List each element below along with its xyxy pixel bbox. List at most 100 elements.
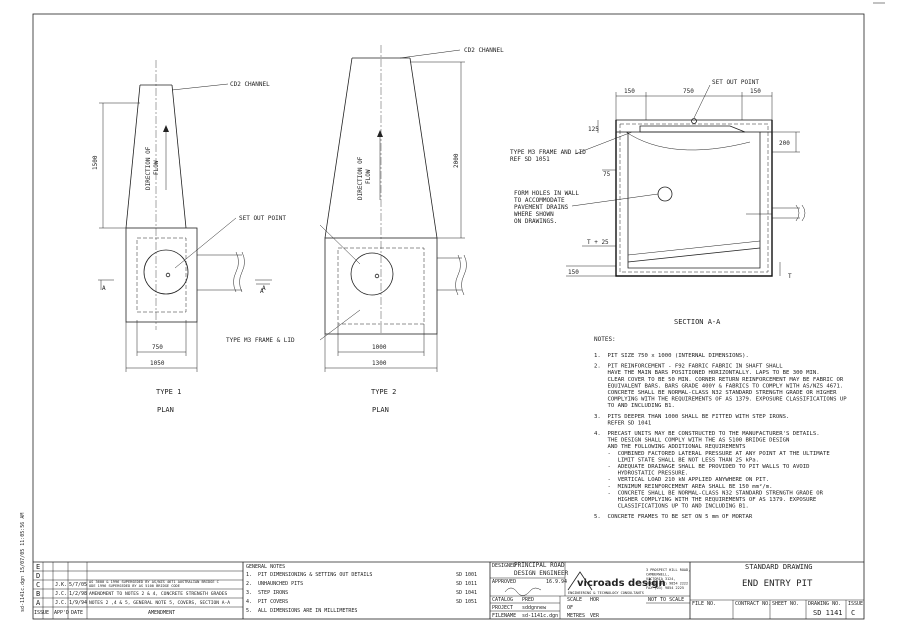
revision-amendment: NOTES 2 ,4 & 5, GENERAL NOTE 5, COVERS, … (89, 600, 230, 606)
holes-label-2: TO ACCOMMODATE (514, 197, 565, 204)
note-line: AND THE FOLLOWING ADDITIONAL REQUIREMENT… (594, 444, 746, 450)
standard-drawing-label: STANDARD DRAWING (745, 563, 812, 571)
metres-label: METRES (567, 613, 585, 619)
flow-label-1: DIRECTION OF (145, 146, 152, 190)
revision-amendment: ODE 1996 SUPERSEDED BY AS 5100 BRIDGE CO… (89, 584, 180, 588)
note-line: - CONCRETE SHALL BE NORMAL-CLASS N32 STA… (594, 490, 824, 496)
general-note-ref: SD 1001 (456, 572, 477, 578)
file-no-label: FILE NO. (692, 601, 716, 607)
hor-label: HOR (590, 597, 600, 603)
note-line: 3. PITS DEEPER THAN 1000 SHALL BE FITTED… (594, 414, 789, 420)
note-line: CLASSIFICATIONS UP TO AND INCLUDING B1. (594, 504, 749, 510)
notes-lines: 1. PIT SIZE 750 x 1000 (INTERNAL DIMENSI… (594, 353, 847, 520)
designed-label: DESIGNED (492, 563, 516, 569)
dim-125: 125 (588, 126, 599, 133)
col-amendment: AMENDMENT (148, 610, 175, 616)
contract-no-label: CONTRACT NO. (735, 601, 771, 607)
cd2-channel-label-2: CD2 CHANNEL (464, 47, 504, 54)
issue-label: ISSUE (848, 601, 863, 607)
section-frame-label-1: TYPE M3 FRAME AND LID (510, 149, 586, 156)
note-line: LIMIT STATE SHALL BE NOT LESS THAN 25 kP… (594, 457, 759, 463)
logo-text: vicroads design (577, 578, 666, 589)
logo-subtitle: ENGINEERING & TECHNOLOGY CONSULTANTS (568, 591, 644, 595)
revision-issue: A (36, 599, 41, 607)
revision-issue: E (36, 563, 40, 571)
dim-2000: 2000 (453, 153, 460, 168)
section-title: SECTION A-A (674, 318, 721, 326)
type-m3-frame-label: TYPE M3 FRAME & LID (226, 337, 295, 344)
dim-1500: 1500 (92, 155, 99, 170)
flow-label-2b: FLOW (365, 169, 372, 184)
sheet-border (32, 13, 865, 620)
flow-label-2: DIRECTION OF (357, 156, 364, 200)
filename-label: FILENAME (492, 613, 516, 619)
dim-t-plus-25: T + 25 (587, 239, 609, 246)
notes: NOTES: 1. PIT SIZE 750 x 1000 (INTERNAL … (594, 336, 847, 520)
note-line: TO AND INCLUDING B1. (594, 403, 675, 409)
set-out-point-label: SET OUT POINT (239, 215, 286, 222)
drawing-no-label: DRAWING NO. (808, 601, 841, 607)
ver-label: VER (590, 613, 600, 619)
revision-date: 1/2/98 (69, 591, 87, 597)
notes-heading: NOTES: (594, 336, 616, 343)
type2-plan: A DIRECTION OF FLOW 2000 1000 1300 CD2 C… (226, 45, 504, 414)
type2-title: TYPE 2 (371, 388, 396, 396)
note-line: CLEAR COVER TO BE 50 MIN. CORNER RETURN … (594, 377, 844, 383)
revision-amendment: AMENDMENT TO NOTES 2 & 4, CONCRETE STREN… (89, 591, 228, 597)
col-issue: ISSUE (34, 610, 49, 616)
note-line: EQUIVALENT BARS. BARS GRADE 400Y & FABRI… (594, 383, 843, 389)
dim-75: 75 (603, 171, 611, 178)
note-line: 1. PIT SIZE 750 x 1000 (INTERNAL DIMENSI… (594, 353, 749, 359)
revision-issue: C (36, 581, 40, 589)
revision-issue: B (36, 590, 40, 598)
address-line: 3 PROSPECT HILL ROAD, (646, 568, 690, 572)
catalog-value: PRED (522, 597, 534, 603)
type1-title: TYPE 1 (156, 388, 181, 396)
address-line: CAMBERWELL, (646, 573, 669, 577)
general-note-ref: SD 1051 (456, 599, 477, 605)
address-line: VICTORIA 3124, (646, 577, 676, 581)
dim-150-top-left: 150 (624, 88, 635, 95)
note-line: HYDROSTATIC PRESSURE. (594, 471, 688, 477)
holes-label-4: WHERE SHOWN (514, 211, 554, 218)
revision-date: 5/7/05 (69, 582, 87, 588)
note-line: - ADEQUATE DRAINAGE SHALL BE PROVIDED TO… (594, 464, 810, 470)
holes-label-5: ON DRAWINGS. (514, 218, 557, 225)
project-label: PROJECT (492, 605, 513, 611)
designed-line1: PRINCIPAL ROAD (514, 562, 565, 569)
type1-plan: A A DIRECTION OF FLOW 1500 750 1050 CD2 … (92, 60, 286, 414)
col-appd: APP'D (54, 610, 69, 616)
holes-label-1: FORM HOLES IN WALL (514, 190, 579, 197)
drawing-title: END ENTRY PIT (742, 579, 813, 589)
approved-date: 16.9.94 (546, 579, 567, 585)
general-note-item: 2. UNHAUNCHED PITS (246, 581, 303, 587)
designed-line2: DESIGN ENGINEER (514, 570, 569, 577)
type2-plan-title: PLAN (372, 406, 389, 414)
sheet-no-label: SHEET NO. (772, 601, 799, 607)
holes-label-3: PAVEMENT DRAINS (514, 204, 569, 211)
col-date: DATE (71, 610, 83, 616)
section-frame-label-2: REF SD 1051 (510, 156, 550, 163)
address-block: 3 PROSPECT HILL ROAD,CAMBERWELL,VICTORIA… (646, 568, 690, 590)
note-line: HAVE THE MAIN BARS POSITIONED HORIZONTAL… (594, 370, 820, 376)
of-label: OF (567, 605, 573, 611)
note-line: - VERTICAL LOAD 210 kN APPLIED ANYWHERE … (594, 477, 769, 483)
revision-amendment: AS 3600 & 1996 SUPERSEDED BY AS/NZS 4671… (89, 580, 219, 584)
general-note-item: 4. PIT COVERS (246, 599, 288, 605)
section-a-a: 150 750 150 SET OUT POINT 125 75 T + 25 … (510, 79, 806, 326)
filename-value: sd-1141c.dgn (522, 613, 558, 619)
dim-1050: 1050 (150, 360, 165, 367)
dim-t: T (788, 273, 792, 280)
section-set-out-label: SET OUT POINT (712, 79, 759, 86)
note-line: COMPLYING WITH THE REQUIREMENTS OF AS 13… (594, 397, 847, 403)
vicroads-logo: vicroads design ENGINEERING & TECHNOLOGY… (567, 571, 666, 595)
note-line: 5. CONCRETE FRAMES TO BE SET ON 5 mm OF … (594, 514, 753, 520)
note-line: 4. PRECAST UNITS MAY BE CONSTRUCTED TO T… (594, 431, 820, 437)
general-notes-heading: GENERAL NOTES (246, 564, 285, 570)
revision-appd: J.C. (55, 600, 67, 606)
issue-value: C (851, 609, 855, 617)
note-line: HIGHER COMPLYING WITH THE REQUIREMENTS O… (594, 497, 817, 503)
section-mark-a-right: A (262, 285, 266, 292)
